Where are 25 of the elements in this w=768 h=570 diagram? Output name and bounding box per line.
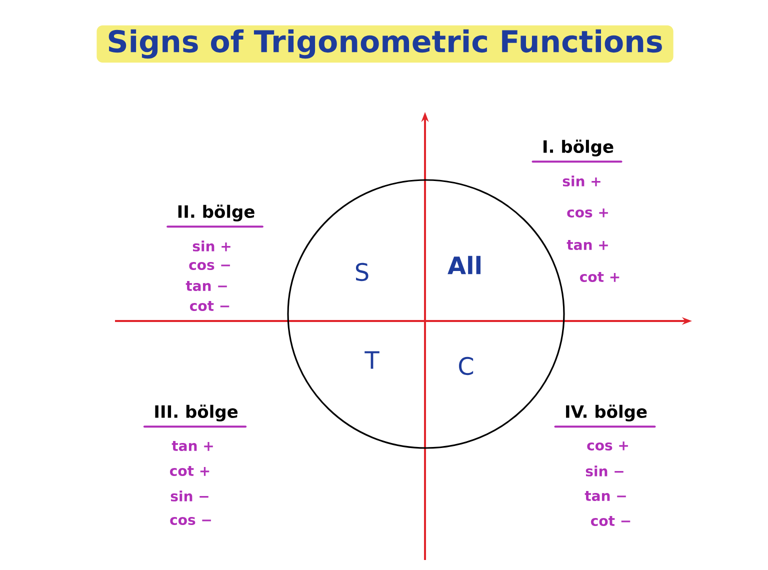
sign-label: cos − [170,516,211,526]
sign-label: tan − [186,280,227,292]
quadrant-letter: S [356,262,368,282]
sign-label: cos − [189,262,230,270]
quadrant-heading: II. bölge [166,204,264,228]
quadrant-heading: I. bölge [532,140,622,163]
sign-label: cot + [170,466,210,476]
sign-label: cot − [190,300,230,312]
sign-label: tan + [566,240,608,250]
sign-label: cot + [580,272,620,282]
sign-label: cot − [591,516,630,526]
sign-label: tan + [172,441,213,452]
quadrant-heading: III. bölge [143,404,247,428]
sign-label: sin − [170,490,208,502]
title: Signs of Trigonometric Functions [96,25,674,63]
quadrant-letter: C [458,356,474,376]
sign-label: sin + [192,240,230,252]
quadrant-letter: T [364,351,380,369]
sign-label: cos + [587,442,628,450]
sign-label: sin + [562,176,600,186]
sign-label: cos + [567,208,608,218]
sign-label: sin − [586,466,624,476]
quadrant-heading: IV. bölge [554,404,656,428]
quadrant-letter: All [448,256,480,274]
sign-label: tan − [584,491,626,502]
